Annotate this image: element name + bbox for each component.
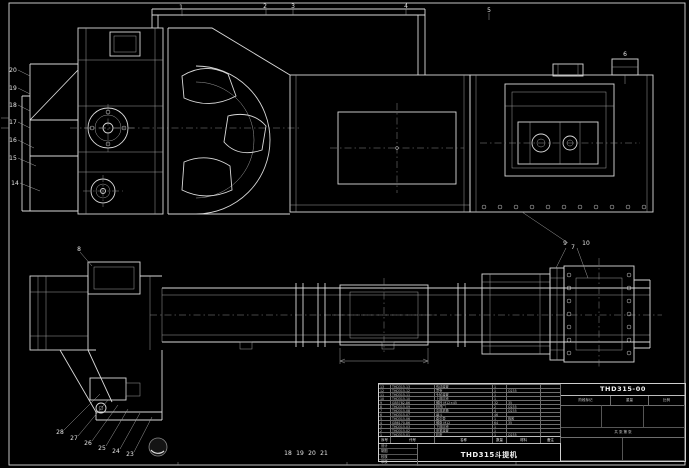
- part-callout: 21: [320, 450, 328, 457]
- stage-label: 阶段标记: [561, 396, 611, 406]
- part-callout: 23: [126, 451, 134, 458]
- part-callout: 24: [112, 448, 120, 455]
- part-callout: 16: [9, 137, 17, 144]
- part-callout: 15: [9, 155, 17, 162]
- part-callout: 1: [179, 4, 183, 11]
- part-callout: 5: [487, 7, 491, 14]
- callout-leaders: [17, 9, 490, 453]
- part-callout: 3: [291, 3, 295, 10]
- part-callout: 2: [263, 3, 267, 10]
- title-block: THD315-00 阶段标记 重量 比例 共 张 第 张: [561, 384, 685, 461]
- part-callout: 14: [11, 180, 19, 187]
- part-callout: 19: [9, 85, 17, 92]
- part-callout: 18: [284, 450, 292, 457]
- stage-row: 阶段标记 重量 比例: [561, 396, 685, 406]
- title-block-grid: 共 张 第 张: [561, 405, 685, 461]
- part-callout: 19: [296, 450, 304, 457]
- part-callout: 26: [84, 440, 92, 447]
- scale-label: 比例: [649, 396, 685, 406]
- part-callout: 8: [77, 246, 81, 253]
- part-callout: 20: [308, 450, 316, 457]
- part-callout: 20: [9, 67, 17, 74]
- part-callout: 10: [582, 240, 590, 247]
- drawing-title: THD315斗提机: [460, 450, 518, 459]
- part-callout: 25: [98, 445, 106, 452]
- part-callout: 18: [9, 102, 17, 109]
- part-callout: 17: [9, 119, 17, 126]
- bottom-view: [29, 247, 662, 421]
- drawing-number: THD315-00: [561, 384, 685, 396]
- signature-area: 设计制图校核审核 THD315斗提机: [379, 443, 560, 466]
- part-callout: 27: [70, 435, 78, 442]
- part-callout: 7: [571, 244, 575, 251]
- top-view: [21, 8, 654, 244]
- bom-header: 序号代号名称数量材料备注: [379, 436, 561, 443]
- part-callout: 28: [56, 429, 64, 436]
- part-callout: 9: [563, 240, 567, 247]
- part-callout: 6: [623, 51, 627, 58]
- sheet-label: 共 张 第 张: [561, 428, 685, 438]
- part-callout: 4: [404, 3, 408, 10]
- weight-label: 重量: [611, 396, 649, 406]
- stamp: [148, 437, 168, 457]
- sig-labels: 设计制图校核审核: [379, 444, 418, 466]
